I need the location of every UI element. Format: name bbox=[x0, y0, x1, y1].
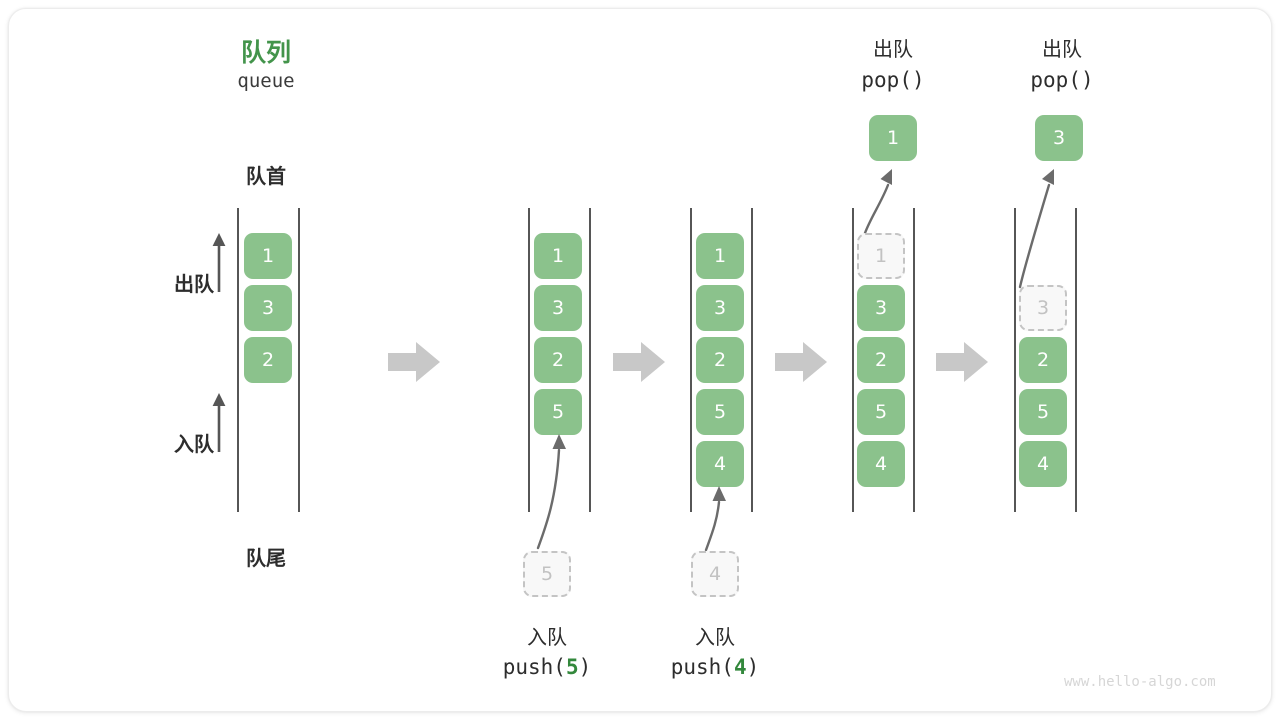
enqueue-direction-label: 入队 bbox=[174, 434, 214, 456]
flow-arrow-icon bbox=[775, 340, 827, 384]
enqueue-arrow-icon bbox=[208, 392, 230, 454]
queue-cell: 4 bbox=[857, 441, 905, 487]
rail-left-2 bbox=[528, 208, 530, 512]
dequeue-direction-label: 出队 bbox=[174, 274, 214, 296]
queue-cell-new: 5 bbox=[534, 389, 582, 435]
queue-cell: 4 bbox=[1019, 441, 1067, 487]
push-arrow-icon bbox=[512, 430, 592, 550]
queue-cell: 3 bbox=[244, 285, 292, 331]
push-arrow-icon bbox=[681, 482, 761, 552]
rail-left-1 bbox=[237, 208, 239, 512]
pop1-op-label-cn: 出队 bbox=[873, 39, 913, 61]
push5-code-suffix: ) bbox=[578, 655, 592, 679]
push5-code-arg: 5 bbox=[565, 655, 579, 679]
queue-cell: 2 bbox=[1019, 337, 1067, 383]
pop-arrow-icon bbox=[1005, 165, 1095, 290]
rail-left-4 bbox=[852, 208, 854, 512]
dequeue-arrow-icon bbox=[208, 232, 230, 294]
queue-cell: 5 bbox=[857, 389, 905, 435]
flow-arrow-icon bbox=[936, 340, 988, 384]
queue-cell: 1 bbox=[534, 233, 582, 279]
rail-right-5 bbox=[1075, 208, 1077, 512]
incoming-ghost-cell: 4 bbox=[691, 551, 739, 597]
queue-title-en: queue bbox=[237, 70, 295, 92]
rail-right-1 bbox=[298, 208, 300, 512]
push4-op-code: push(4) bbox=[635, 655, 795, 679]
push4-code-suffix: ) bbox=[746, 655, 760, 679]
queue-cell-new: 4 bbox=[696, 441, 744, 487]
push5-code-prefix: push( bbox=[502, 655, 566, 679]
push5-op-code: push(5) bbox=[467, 655, 627, 679]
incoming-ghost-cell: 5 bbox=[523, 551, 571, 597]
watermark-text: www.hello-algo.com bbox=[1064, 674, 1216, 690]
queue-cell: 5 bbox=[696, 389, 744, 435]
queue-title-cn: 队列 bbox=[240, 39, 291, 67]
popped-cell: 3 bbox=[1035, 115, 1083, 161]
queue-cell-removed: 1 bbox=[857, 233, 905, 279]
rail-right-2 bbox=[589, 208, 591, 512]
flow-arrow-icon bbox=[388, 340, 440, 384]
queue-cell: 3 bbox=[857, 285, 905, 331]
rail-right-3 bbox=[751, 208, 753, 512]
rail-right-4 bbox=[913, 208, 915, 512]
queue-cell: 2 bbox=[857, 337, 905, 383]
flow-arrow-icon bbox=[613, 340, 665, 384]
queue-cell: 3 bbox=[696, 285, 744, 331]
queue-cell: 1 bbox=[696, 233, 744, 279]
queue-cell-removed: 3 bbox=[1019, 285, 1067, 331]
queue-tail-label: 队尾 bbox=[246, 548, 286, 570]
queue-cell: 3 bbox=[534, 285, 582, 331]
pop-arrow-icon bbox=[855, 165, 935, 235]
pop1-op-code: pop() bbox=[861, 68, 925, 92]
queue-cell: 5 bbox=[1019, 389, 1067, 435]
push4-op-label-cn: 入队 bbox=[695, 627, 735, 649]
queue-cell: 2 bbox=[696, 337, 744, 383]
rail-left-3 bbox=[690, 208, 692, 512]
push5-op-label-cn: 入队 bbox=[527, 627, 567, 649]
push4-code-prefix: push( bbox=[670, 655, 734, 679]
push4-code-arg: 4 bbox=[733, 655, 747, 679]
queue-cell: 2 bbox=[534, 337, 582, 383]
pop3-op-code: pop() bbox=[1030, 68, 1094, 92]
queue-cell: 1 bbox=[244, 233, 292, 279]
queue-cell: 2 bbox=[244, 337, 292, 383]
rail-left-5 bbox=[1014, 208, 1016, 512]
popped-cell: 1 bbox=[869, 115, 917, 161]
queue-head-label: 队首 bbox=[246, 166, 286, 188]
pop3-op-label-cn: 出队 bbox=[1042, 39, 1082, 61]
